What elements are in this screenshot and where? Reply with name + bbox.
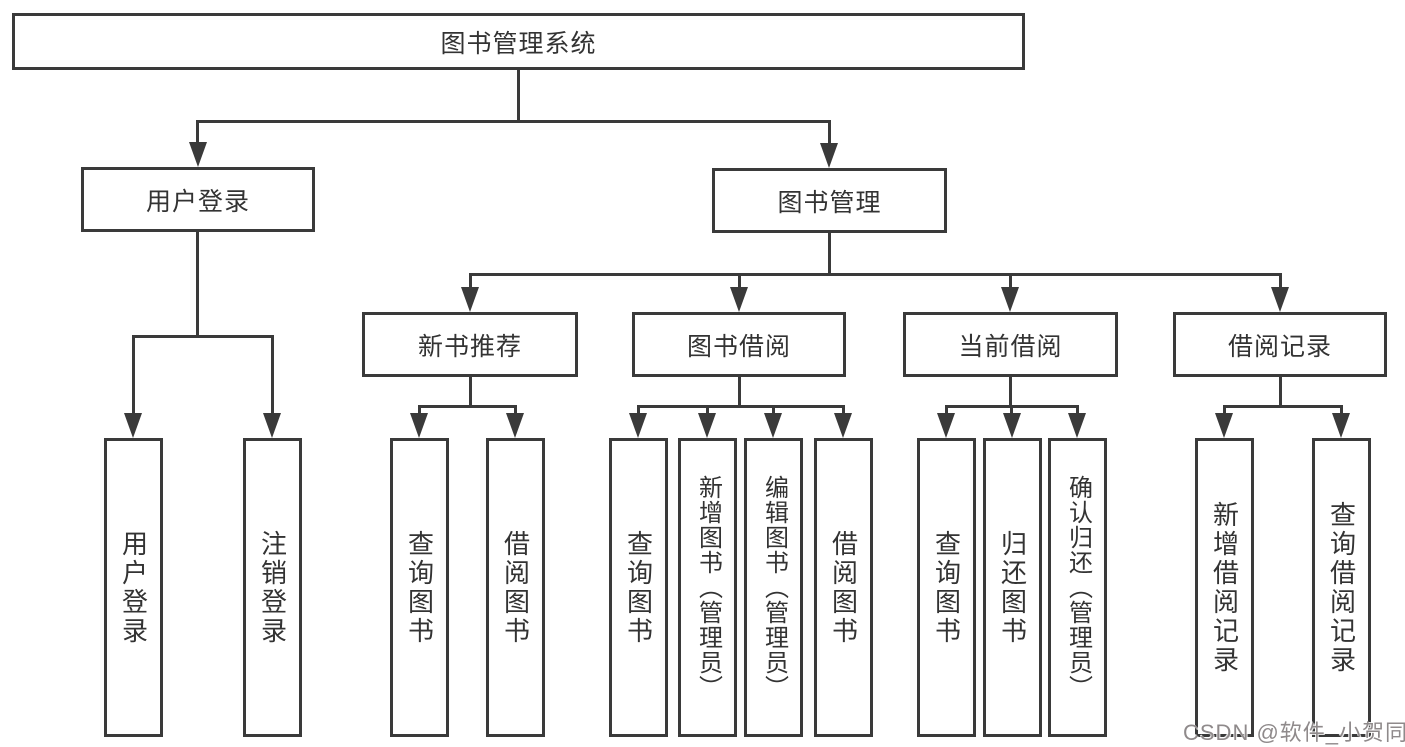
node-book-management: 图书管理	[712, 168, 947, 233]
connector-arrow-cb-confirm	[1068, 413, 1086, 438]
connector-arrow-borrow-records	[1271, 287, 1289, 312]
node-new-book-recommend: 新书推荐	[362, 312, 578, 377]
leaf-newbook-borrow-books: 借阅图书	[486, 438, 545, 737]
node-user-login-label: 用户登录	[145, 187, 250, 216]
connector-stem-nb-query	[418, 405, 421, 419]
node-user-login: 用户登录	[81, 167, 315, 232]
connector-arrow-cb-return	[1003, 413, 1021, 438]
connector-stem-user-login	[196, 120, 199, 148]
connector-stem-book-management-down	[828, 233, 831, 275]
leaf-borrow-add-books-admin: 新增图书（管理员）	[678, 438, 737, 737]
connector-stem-bb-query	[637, 405, 640, 419]
connector-stem-br-down	[1279, 377, 1282, 407]
connector-arrow-bb-edit	[764, 413, 782, 438]
node-current-borrow-label: 当前借阅	[958, 332, 1063, 361]
node-book-borrow: 图书借阅	[632, 312, 846, 377]
leaf-borrow-edit-books-admin: 编辑图书（管理员）	[744, 438, 803, 737]
leaf-current-query-books-label: 查询图书	[931, 529, 962, 646]
connector-stem-root	[517, 70, 520, 120]
connector-stem-cb-confirm	[1076, 405, 1079, 419]
connector-stem-bb-down	[738, 377, 741, 407]
leaf-current-return-books-label: 归还图书	[997, 529, 1028, 646]
leaf-records-add-record-label: 新增借阅记录	[1209, 500, 1240, 675]
leaf-current-query-books: 查询图书	[917, 438, 976, 737]
node-root: 图书管理系统	[12, 13, 1025, 70]
leaf-borrow-edit-books-admin-label: 编辑图书（管理员）	[760, 475, 788, 700]
connector-arrow-new-book	[461, 287, 479, 312]
leaf-current-confirm-return-admin: 确认归还（管理员）	[1048, 438, 1107, 737]
leaf-user-login: 用户登录	[104, 438, 163, 737]
connector-branch-bb	[637, 405, 845, 408]
node-book-management-label: 图书管理	[777, 188, 882, 217]
connector-stem-user-login-down	[196, 232, 199, 337]
connector-stem-nb-borrow	[514, 405, 517, 419]
connector-arrow-book-borrow	[730, 287, 748, 312]
connector-stem-leaf-login	[132, 335, 135, 417]
connector-stem-cb-return	[1010, 405, 1013, 419]
connector-stem-cb-down	[1009, 377, 1012, 407]
leaf-borrow-query-books: 查询图书	[609, 438, 668, 737]
connector-arrow-nb-query	[410, 413, 428, 438]
node-book-borrow-label: 图书借阅	[686, 332, 791, 361]
connector-arrow-user-login	[189, 142, 207, 167]
connector-arrow-leaf-logout	[263, 413, 281, 438]
watermark: CSDN @软件_小贺同学	[1183, 720, 1405, 745]
connector-stem-bb-edit	[772, 405, 775, 419]
connector-stem-book-management	[828, 120, 831, 148]
node-borrow-records: 借阅记录	[1173, 312, 1387, 377]
connector-stem-leaf-logout	[271, 335, 274, 417]
leaf-user-login-label: 用户登录	[118, 529, 149, 646]
leaf-logout: 注销登录	[243, 438, 302, 737]
leaf-records-query-record-label: 查询借阅记录	[1326, 500, 1357, 675]
connector-arrow-cb-query	[937, 413, 955, 438]
leaf-borrow-add-books-admin-label: 新增图书（管理员）	[694, 475, 722, 700]
connector-stem-bb-borrow	[842, 405, 845, 419]
node-borrow-records-label: 借阅记录	[1227, 332, 1332, 361]
leaf-current-confirm-return-admin-label: 确认归还（管理员）	[1064, 475, 1092, 700]
leaf-logout-label: 注销登录	[257, 529, 288, 646]
leaf-records-query-record: 查询借阅记录	[1312, 438, 1371, 737]
connector-arrow-nb-borrow	[506, 413, 524, 438]
connector-arrow-leaf-login	[124, 413, 142, 438]
connector-stem-br-add	[1223, 405, 1226, 419]
connector-stem-br-query	[1340, 405, 1343, 419]
node-new-book-recommend-label: 新书推荐	[417, 332, 522, 361]
connector-arrow-bb-add	[698, 413, 716, 438]
leaf-borrow-borrow-books: 借阅图书	[814, 438, 873, 737]
connector-stem-current-borrow	[1009, 273, 1012, 293]
connector-stem-book-borrow	[738, 273, 741, 293]
connector-arrow-br-query	[1332, 413, 1350, 438]
connector-branch-br	[1223, 405, 1343, 408]
connector-branch-level3	[469, 273, 1282, 276]
leaf-current-return-books: 归还图书	[983, 438, 1042, 737]
connector-stem-cb-query	[945, 405, 948, 419]
leaf-borrow-query-books-label: 查询图书	[623, 529, 654, 646]
node-current-borrow: 当前借阅	[903, 312, 1118, 377]
connector-arrow-bb-query	[629, 413, 647, 438]
leaf-newbook-query-books: 查询图书	[390, 438, 449, 737]
connector-arrow-br-add	[1215, 413, 1233, 438]
connector-branch-nb	[418, 405, 517, 408]
connector-stem-bb-add	[706, 405, 709, 419]
connector-stem-borrow-records	[1279, 273, 1282, 293]
leaf-newbook-query-books-label: 查询图书	[404, 529, 435, 646]
leaf-borrow-borrow-books-label: 借阅图书	[828, 529, 859, 646]
connector-branch-level2	[197, 120, 831, 123]
connector-stem-new-book	[469, 273, 472, 293]
leaf-records-add-record: 新增借阅记录	[1195, 438, 1254, 737]
connector-arrow-bb-borrow	[834, 413, 852, 438]
connector-branch-user-login	[132, 335, 274, 338]
connector-arrow-book-management	[820, 143, 838, 168]
leaf-newbook-borrow-books-label: 借阅图书	[500, 529, 531, 646]
connector-stem-nb-down	[469, 377, 472, 407]
connector-arrow-current-borrow	[1001, 287, 1019, 312]
node-root-label: 图书管理系统	[440, 29, 597, 58]
